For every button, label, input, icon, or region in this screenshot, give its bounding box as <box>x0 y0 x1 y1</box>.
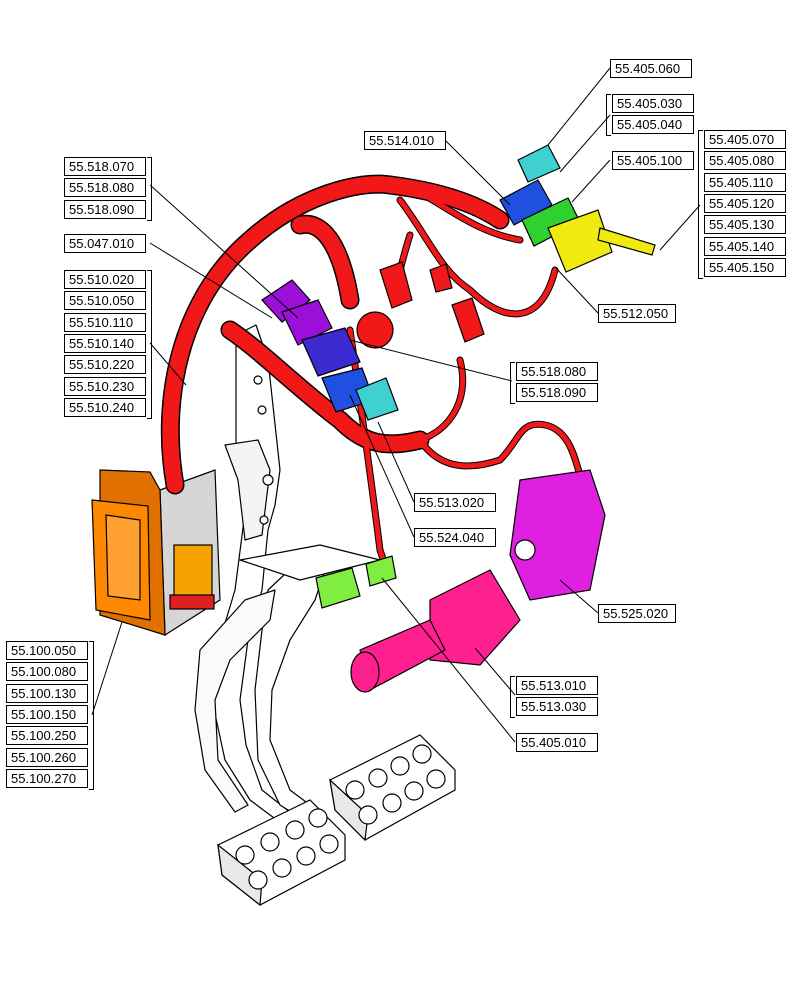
part-label: 55.525.020 <box>598 604 676 623</box>
part-label: 55.513.030 <box>516 697 598 717</box>
part-label: 55.513.010 <box>516 676 598 695</box>
part-label: 55.100.270 <box>6 768 88 788</box>
part-label: 55.514.010 <box>364 131 446 150</box>
part-label: 55.047.010 <box>64 234 146 253</box>
part-label: 55.524.040 <box>414 528 496 547</box>
pedal-bracket <box>194 324 381 831</box>
right-pedal <box>329 734 456 842</box>
navy-connector <box>301 327 361 377</box>
part-label: 55.510.050 <box>64 291 146 311</box>
label-bracket <box>510 676 515 719</box>
part-label: 55.100.080 <box>6 662 88 682</box>
part-label: 55.518.080 <box>516 362 598 381</box>
part-label: 55.405.010 <box>516 733 598 752</box>
part-label: 55.405.060 <box>610 59 692 78</box>
part-label: 55.100.050 <box>6 641 88 660</box>
part-label: 55.510.240 <box>64 397 146 417</box>
cyan-connector-top <box>517 144 561 183</box>
left-pedal <box>217 799 346 907</box>
label-bracket <box>698 130 703 279</box>
mount-plate <box>159 469 221 637</box>
part-label: 55.518.090 <box>516 383 598 403</box>
part-label: 55.100.260 <box>6 747 88 767</box>
label-bracket <box>89 641 94 790</box>
part-label: 55.405.030 <box>612 94 694 113</box>
magenta-sensor <box>509 469 606 601</box>
part-label: 55.405.070 <box>704 130 786 149</box>
part-label: 55.405.130 <box>704 215 786 235</box>
part-label: 55.510.140 <box>64 333 146 353</box>
part-label: 55.405.100 <box>612 151 694 170</box>
part-label: 55.405.140 <box>704 236 786 256</box>
part-label: 55.512.050 <box>598 304 676 323</box>
part-label: 55.405.080 <box>704 151 786 171</box>
part-label: 55.100.150 <box>6 704 88 724</box>
label-bracket <box>510 362 515 405</box>
ecu-module <box>91 469 166 636</box>
part-label: 55.518.080 <box>64 178 146 198</box>
label-bracket <box>606 94 611 137</box>
part-label: 55.510.220 <box>64 355 146 375</box>
cyan-connector-lower <box>355 377 399 421</box>
part-label: 55.405.120 <box>704 193 786 213</box>
part-label: 55.513.020 <box>414 493 496 512</box>
pink-cylinder <box>350 569 521 693</box>
part-label: 55.405.110 <box>704 172 786 192</box>
wire-harness-fill <box>162 176 583 568</box>
part-label: 55.510.020 <box>64 270 146 289</box>
part-label: 55.510.110 <box>64 312 146 332</box>
red-connectors <box>356 261 485 349</box>
part-label: 55.100.130 <box>6 683 88 703</box>
label-bracket <box>147 157 152 221</box>
part-label: 55.405.150 <box>704 257 786 277</box>
yellow-switch <box>547 209 656 273</box>
label-bracket <box>147 270 152 419</box>
part-label: 55.100.250 <box>6 726 88 746</box>
part-label: 55.510.230 <box>64 376 146 396</box>
part-label: 55.405.040 <box>612 115 694 135</box>
part-label: 55.518.070 <box>64 157 146 176</box>
purple-connectors <box>261 279 333 346</box>
part-label: 55.518.090 <box>64 199 146 219</box>
lime-connector <box>315 555 397 609</box>
